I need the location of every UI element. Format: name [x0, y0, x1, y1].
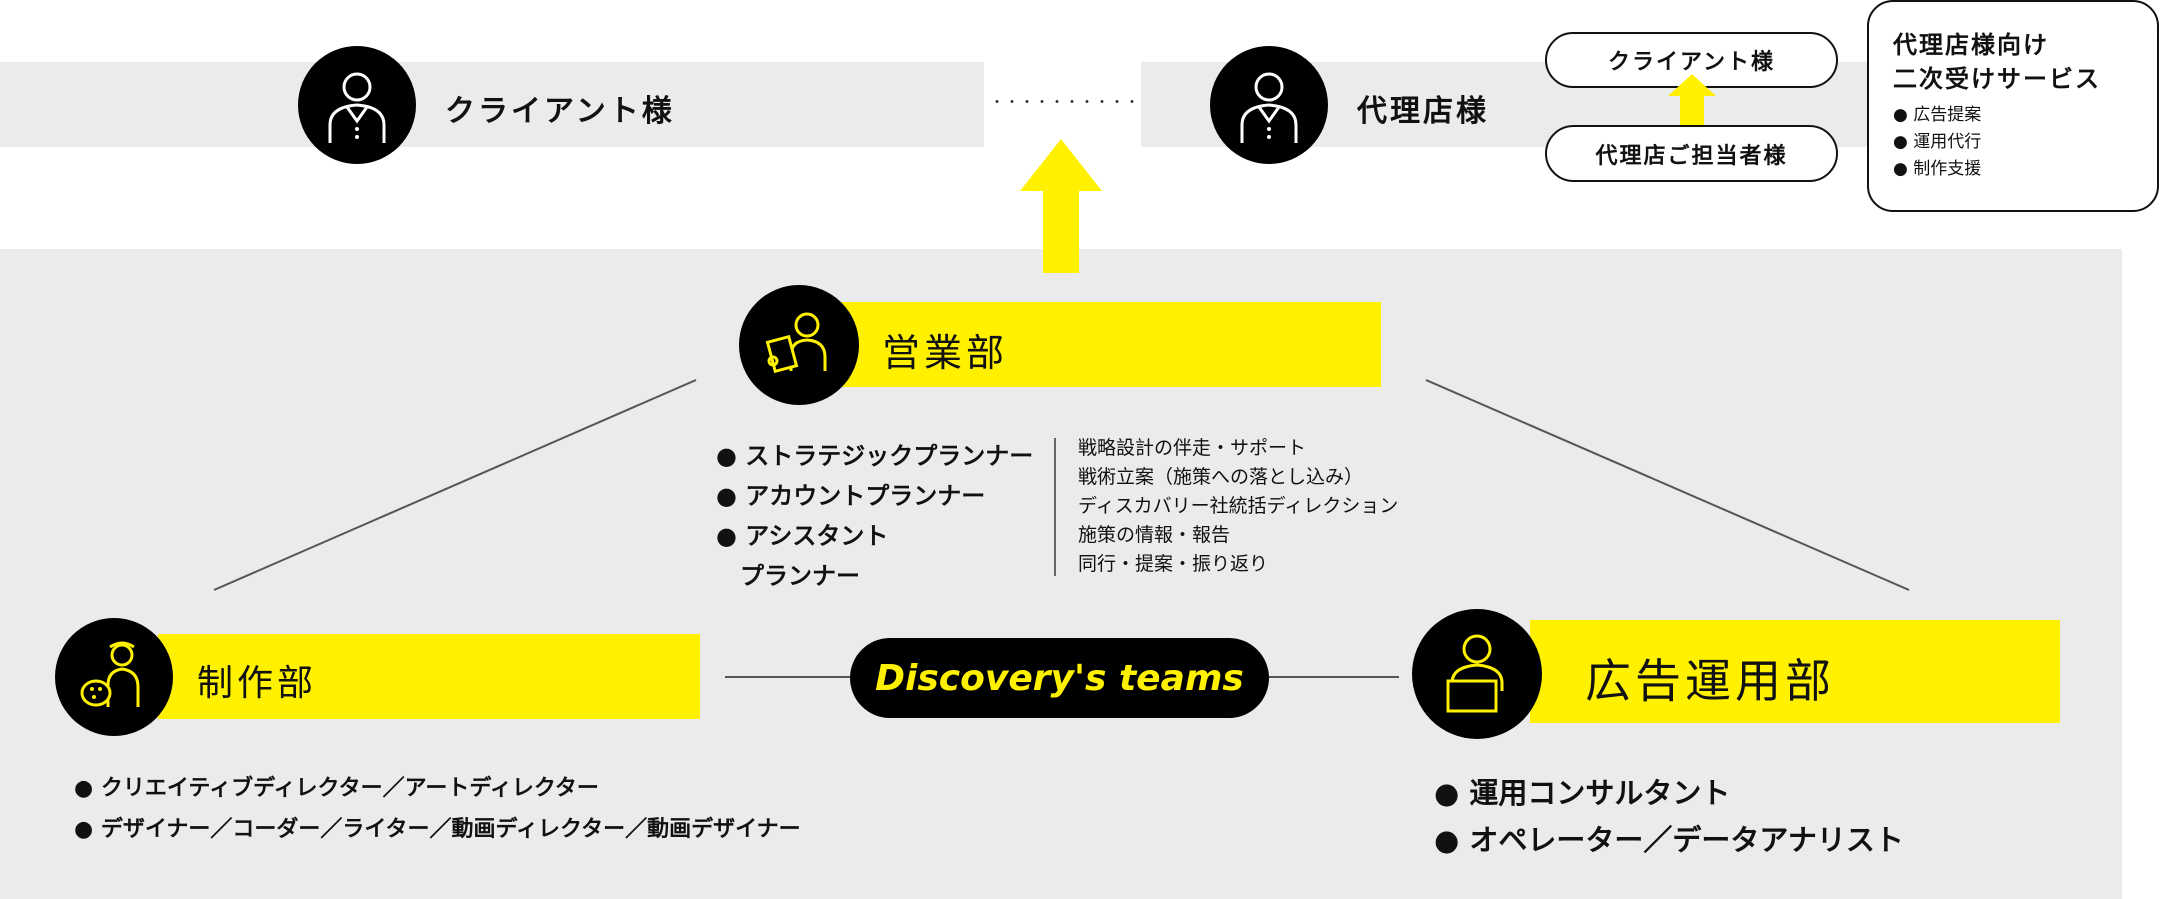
ads-title-bar: [1530, 620, 2060, 723]
sales-title: 営業部: [882, 331, 1009, 375]
sales-avatar: [739, 285, 859, 405]
role-item: ● オペレーター／データアナリスト: [1434, 823, 1904, 857]
sales-roles: ● ストラテジックプランナー ● アカウントプランナー ● アシスタント プラン…: [716, 436, 1033, 596]
role-item: ● 運用コンサルタント: [1434, 776, 1731, 810]
presenter-icon: [765, 312, 827, 374]
service-item: ● 運用代行: [1893, 132, 1982, 152]
brace-divider: [1054, 438, 1056, 576]
top-band-left: [0, 62, 984, 147]
ads-title: 広告運用部: [1585, 654, 1835, 708]
dotted-connector: ・・・・・・・・・・: [990, 95, 1140, 111]
role-item: ● ストラテジックプランナー: [716, 442, 1034, 470]
duty-item: 施策の情報・報告: [1078, 524, 1231, 546]
discovery-teams-label: Discovery's teams: [875, 657, 1244, 699]
service-item: ● 制作支援: [1893, 159, 1982, 179]
discovery-teams-badge: Discovery's teams: [850, 638, 1269, 718]
duty-item: 同行・提案・振り返り: [1078, 553, 1269, 575]
duty-item: 戦略設計の伴走・サポート: [1078, 437, 1307, 459]
person-icon: [328, 72, 386, 143]
client-avatar: [298, 46, 416, 164]
person-icon: [1240, 72, 1298, 143]
duty-item: ディスカバリー社統括ディレクション: [1078, 495, 1399, 517]
sales-duties: 戦略設計の伴走・サポート 戦術立案（施策への落とし込み） ディスカバリー社統括デ…: [1078, 434, 1398, 579]
agency-label: 代理店様: [1357, 94, 1489, 129]
agency-service-box: 代理店様向け 二次受けサービス ● 広告提案 ● 運用代行 ● 制作支援: [1867, 0, 2159, 212]
role-item: ● デザイナー／コーダー／ライター／動画ディレクター／動画デザイナー: [74, 817, 801, 842]
production-roles: ● クリエイティブディレクター／アートディレクター ● デザイナー／コーダー／ラ…: [74, 768, 801, 850]
production-title-bar: [158, 634, 700, 719]
role-item: ● クリエイティブディレクター／アートディレクター: [74, 776, 599, 801]
service-title-2: 二次受けサービス: [1893, 65, 2101, 93]
role-item: プランナー: [716, 562, 860, 590]
service-title-1: 代理店様向け: [1893, 31, 2049, 59]
role-item: ● アカウントプランナー: [716, 482, 986, 510]
operator-laptop-icon: [1446, 634, 1504, 713]
big-up-arrow-icon: [1020, 139, 1102, 273]
production-avatar: [55, 618, 173, 736]
role-item: ● アシスタント: [716, 522, 889, 550]
agency-avatar: [1210, 46, 1328, 164]
duty-item: 戦術立案（施策への落とし込み）: [1078, 466, 1364, 488]
production-title: 制作部: [197, 663, 318, 704]
ads-avatar: [1412, 609, 1542, 739]
sales-title-bar: [840, 302, 1381, 387]
pill-agency-contact: 代理店ご担当者様: [1545, 125, 1838, 182]
service-item: ● 広告提案: [1893, 105, 1982, 125]
artist-palette-icon: [80, 641, 140, 707]
client-label: クライアント様: [445, 94, 675, 129]
small-up-arrow-icon: [1668, 74, 1716, 132]
ads-roles: ● 運用コンサルタント ● オペレーター／データアナリスト: [1434, 770, 1904, 864]
